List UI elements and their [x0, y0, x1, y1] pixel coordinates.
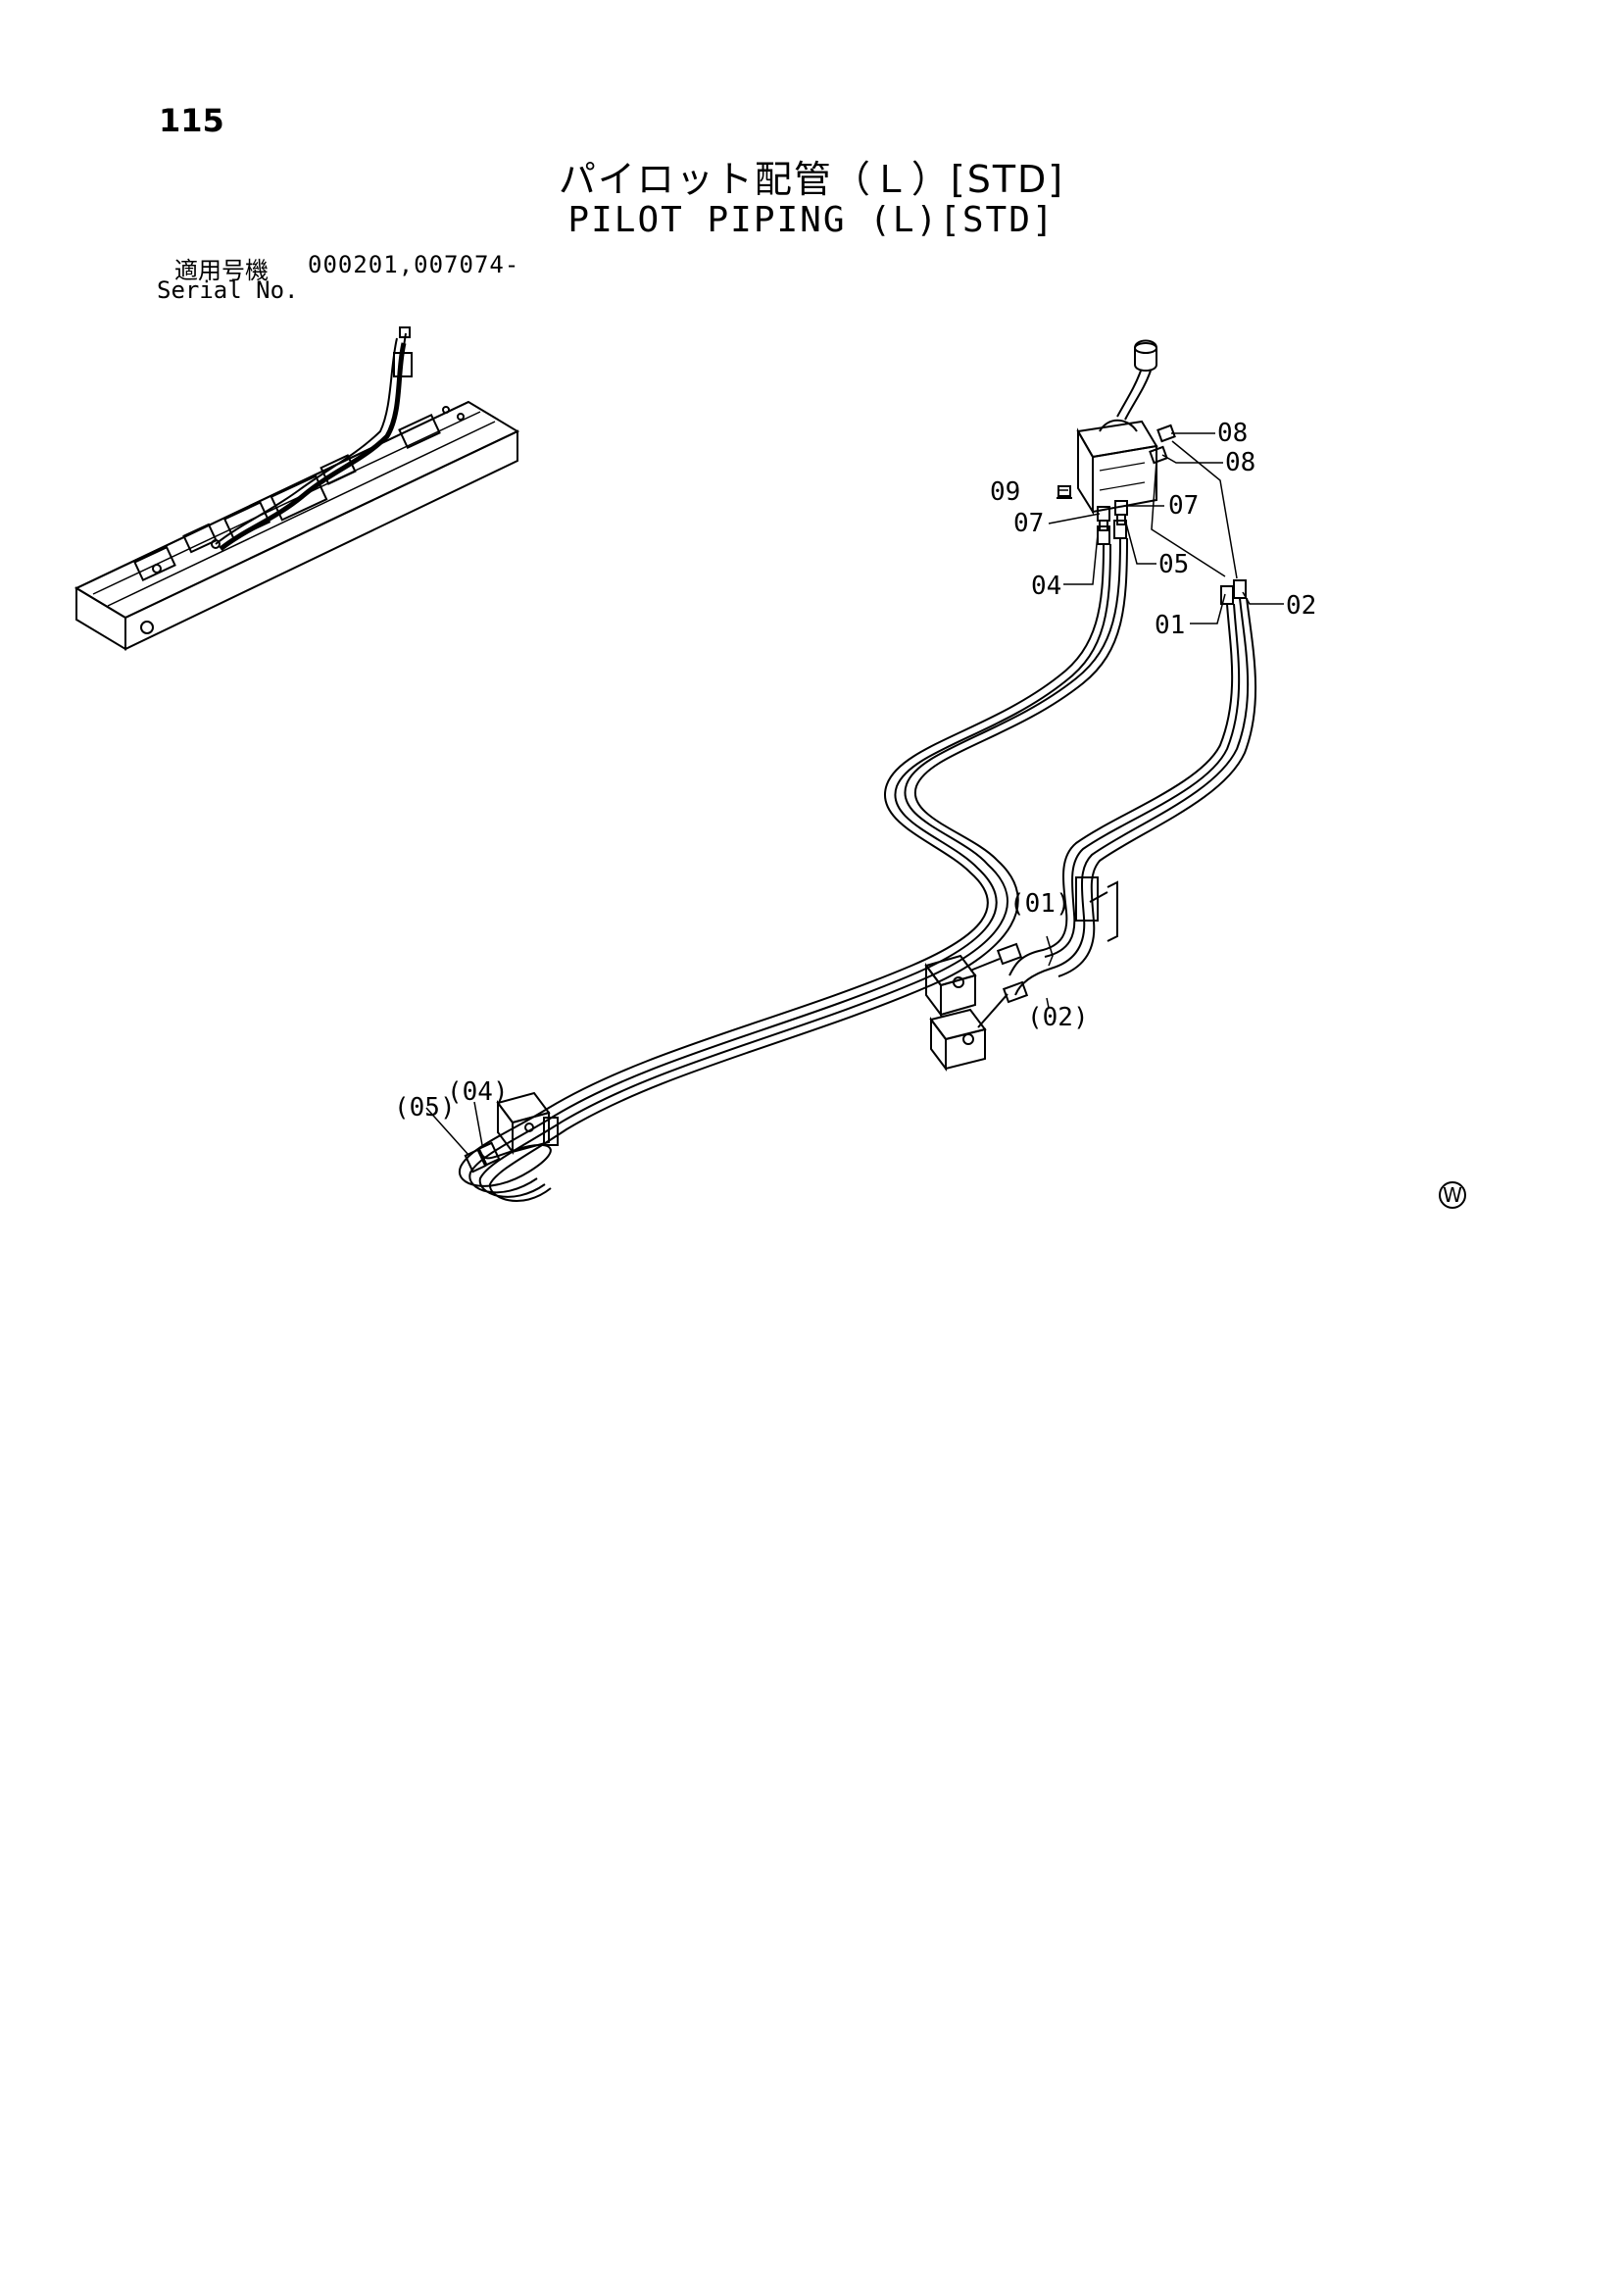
callout-05: 05 — [1158, 550, 1189, 579]
hoses-01-02 — [1008, 597, 1257, 996]
pilot-piping-diagram: 08 08 09 07 07 05 04 01 02 (01) (02) (05… — [74, 326, 1466, 1209]
callout-04-ref: (04) — [447, 1077, 509, 1107]
callout-07-right: 07 — [1168, 491, 1199, 521]
callout-02-ref: (02) — [1027, 1003, 1089, 1032]
callout-09: 09 — [990, 477, 1020, 507]
hoses-04-05 — [458, 537, 1128, 1202]
valve-fittings — [1057, 424, 1247, 605]
pilot-valve-assembly — [1076, 339, 1158, 516]
callout-04: 04 — [1031, 572, 1061, 601]
callout-01-ref: (01) — [1009, 889, 1071, 919]
page-title-japanese: パイロット配管（Ｌ）[STD] — [558, 158, 1065, 201]
lower-center-ports — [924, 942, 1029, 1072]
callout-01: 01 — [1155, 611, 1185, 640]
callout-02: 02 — [1286, 591, 1316, 621]
page-title-english: PILOT PIPING (L)[STD] — [567, 200, 1056, 240]
callout-leaders — [425, 432, 1284, 1156]
callout-labels: 08 08 09 07 07 05 04 01 02 (01) (02) (05… — [394, 419, 1316, 1123]
callout-07-left: 07 — [1013, 509, 1044, 538]
callout-08-lower: 08 — [1225, 448, 1255, 477]
serial-number-value: 000201,007074- — [308, 251, 520, 278]
serial-label-japanese: 適用号機 — [174, 257, 269, 284]
lower-left-port-block — [464, 1091, 559, 1173]
circled-w-mark: W — [1439, 1181, 1466, 1209]
w-mark-letter: W — [1443, 1183, 1462, 1207]
page-number: 115 — [159, 102, 224, 139]
serial-label-english: Serial No. — [157, 276, 299, 304]
overview-frame-inset — [74, 326, 520, 651]
callout-08-upper: 08 — [1217, 419, 1248, 448]
callout-05-ref: (05) — [394, 1093, 456, 1123]
